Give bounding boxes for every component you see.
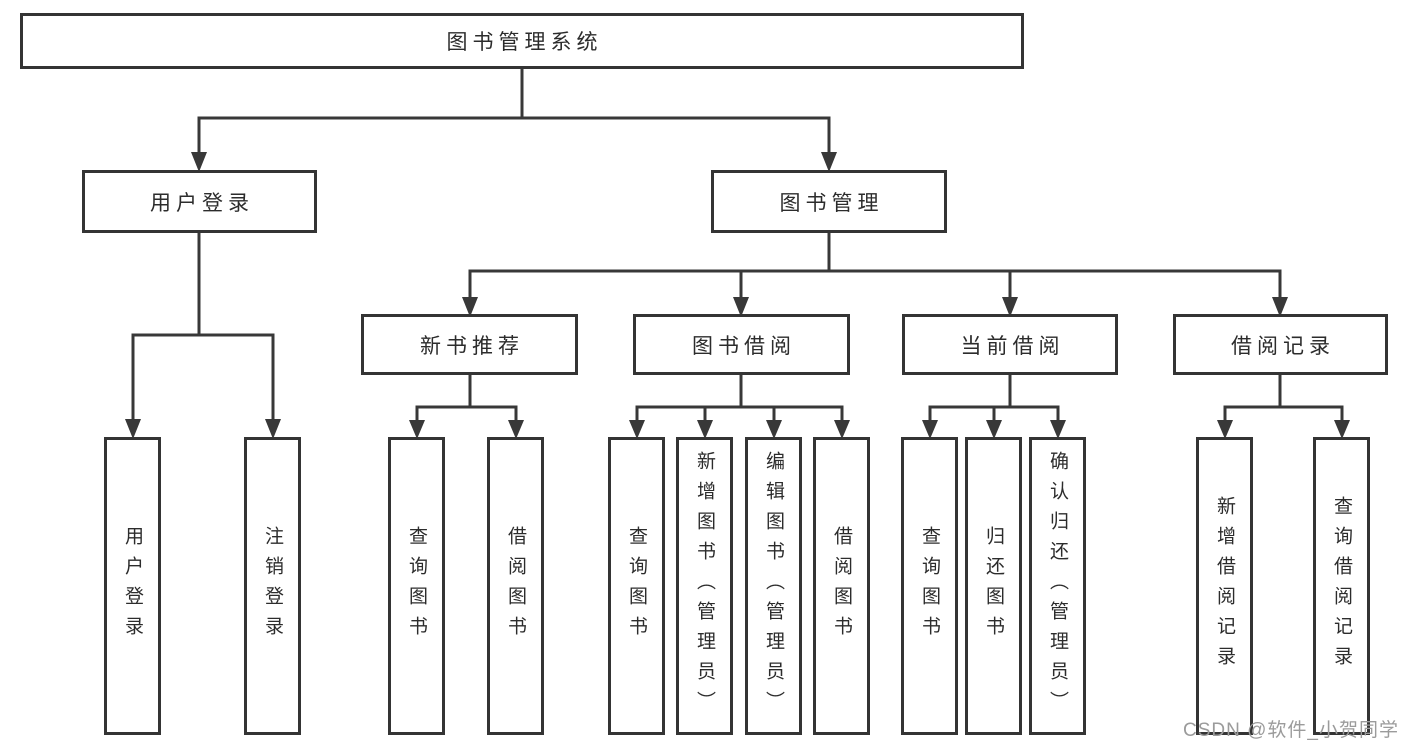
leaf-cb-query-books: 查询图书 xyxy=(901,437,958,735)
leaf-user-login: 用户登录 xyxy=(104,437,161,735)
leaf-logout-login: 注销登录 xyxy=(244,437,301,735)
node-label: 图书管理系统 xyxy=(446,31,603,54)
node-label: 借阅记录 xyxy=(1231,334,1335,358)
edge-root-to-level1 xyxy=(191,69,837,172)
edge-new-book-recommend-to-children xyxy=(409,375,524,439)
node-current-borrow: 当前借阅 xyxy=(902,314,1118,375)
edge-book-borrow-to-children xyxy=(629,375,850,439)
node-label: 用户登录 xyxy=(150,191,254,215)
leaf-br-add-record: 新增借阅记录 xyxy=(1196,437,1253,735)
edge-book-management-to-level2 xyxy=(462,233,1288,317)
node-book-borrow: 图书借阅 xyxy=(633,314,850,375)
arrowhead xyxy=(986,420,1002,439)
arrowhead xyxy=(733,297,749,317)
node-label: 新增图书（管理员） xyxy=(694,451,715,721)
arrowhead xyxy=(629,420,645,439)
arrowhead xyxy=(1334,420,1350,439)
edge-user-login-to-children xyxy=(125,233,281,439)
node-label: 当前借阅 xyxy=(960,334,1065,358)
leaf-nbr-query-books: 查询图书 xyxy=(388,437,445,735)
node-label: 查询图书 xyxy=(406,526,427,646)
arrowhead xyxy=(409,420,425,439)
arrowhead xyxy=(834,420,850,439)
leaf-nbr-borrow-books: 借阅图书 xyxy=(487,437,544,735)
arrowhead xyxy=(462,297,478,317)
leaf-cb-confirm-return-admin: 确认归还（管理员） xyxy=(1029,437,1086,735)
node-book-management: 图书管理 xyxy=(711,170,947,233)
edge-borrow-records-to-children xyxy=(1217,375,1350,439)
node-label: 借阅图书 xyxy=(831,526,852,646)
node-label: 查询图书 xyxy=(626,526,647,646)
arrowhead xyxy=(265,419,281,439)
node-label: 注销登录 xyxy=(262,526,283,646)
node-label: 归还图书 xyxy=(983,526,1004,646)
arrowhead xyxy=(1050,420,1066,439)
arrowhead xyxy=(191,152,207,172)
node-label: 查询借阅记录 xyxy=(1331,496,1352,676)
node-label: 借阅图书 xyxy=(505,526,526,646)
edge-current-borrow-to-children xyxy=(922,375,1066,439)
arrowhead xyxy=(1272,297,1288,317)
leaf-cb-return-books: 归还图书 xyxy=(965,437,1022,735)
arrowhead xyxy=(508,420,524,439)
node-new-book-recommend: 新书推荐 xyxy=(361,314,578,375)
leaf-bb-query-books: 查询图书 xyxy=(608,437,665,735)
node-label: 新书推荐 xyxy=(420,334,524,358)
arrowhead xyxy=(697,420,713,439)
node-label: 查询图书 xyxy=(919,526,940,646)
leaf-bb-borrow-books: 借阅图书 xyxy=(813,437,870,735)
arrowhead xyxy=(1217,420,1233,439)
arrowhead xyxy=(821,152,837,172)
node-root-library-system: 图书管理系统 xyxy=(20,13,1024,69)
node-label: 用户登录 xyxy=(122,526,143,646)
node-label: 确认归还（管理员） xyxy=(1047,451,1068,721)
arrowhead xyxy=(766,420,782,439)
node-borrow-records: 借阅记录 xyxy=(1173,314,1388,375)
arrowhead xyxy=(1002,297,1018,317)
node-label: 编辑图书（管理员） xyxy=(763,451,784,721)
node-label: 图书借阅 xyxy=(692,334,796,358)
node-label: 图书管理 xyxy=(779,191,884,215)
node-label: 新增借阅记录 xyxy=(1214,496,1235,676)
leaf-bb-edit-books-admin: 编辑图书（管理员） xyxy=(745,437,802,735)
arrowhead xyxy=(125,419,141,439)
leaf-br-query-record: 查询借阅记录 xyxy=(1313,437,1370,735)
node-user-login: 用户登录 xyxy=(82,170,317,233)
leaf-bb-add-books-admin: 新增图书（管理员） xyxy=(676,437,733,735)
csdn-watermark: CSDN @软件_小贺同学 xyxy=(1183,720,1399,741)
arrowhead xyxy=(922,420,938,439)
